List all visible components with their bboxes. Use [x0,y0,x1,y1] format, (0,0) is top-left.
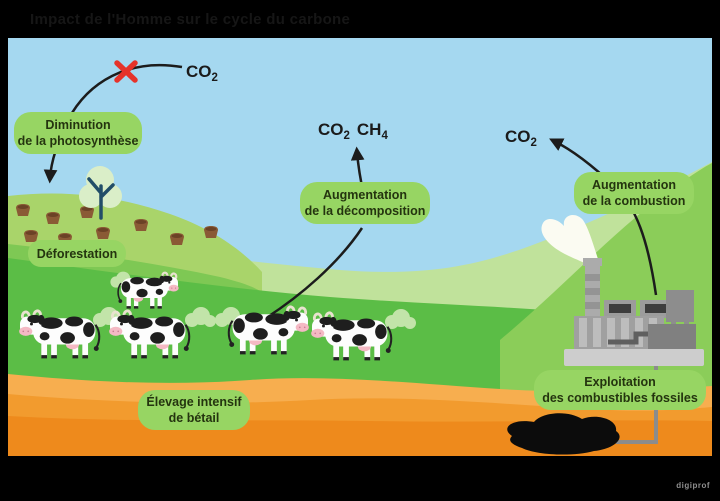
title-bar: Impact de l'Homme sur le cycle du carbon… [0,0,720,38]
stump-icon [170,233,184,245]
label-photosynthesis: Diminution de la photosynthèse [14,112,142,154]
smoke-icon [541,215,600,270]
label-text: de la combustion [583,194,686,208]
gas-label-co2-left: CO2 [186,62,218,84]
label-text: Diminution [45,118,110,132]
factory-window [645,304,667,313]
diagram-title: Impact de l'Homme sur le cycle du carbon… [30,10,351,28]
label-text: des combustibles fossiles [542,391,698,405]
tree-icon [79,166,122,220]
factory [541,215,704,366]
label-text: Augmentation [592,178,676,192]
stump-icon [46,212,60,224]
line-cows-to-decomposition [265,227,364,320]
stump-icon [16,204,30,216]
arrow-co2-to-forest [43,63,183,184]
label-decomposition: Augmentation de la décomposition [300,182,430,224]
label-text: de bétail [169,411,220,425]
label-combustion: Augmentation de la combustion [574,172,694,214]
label-deforestation: Déforestation [28,240,126,267]
label-text: de la photosynthèse [18,134,139,148]
stump-icon [134,219,148,231]
label-text: Élevage intensif [146,394,242,409]
factory-window [609,304,631,313]
stump-icon [96,227,110,239]
label-text: Augmentation [323,188,407,202]
label-text: Déforestation [37,247,118,261]
gas-label-co2-right: CO2 [505,127,537,149]
label-fossil-fuels: Exploitation des combustibles fossiles [534,370,706,410]
factory-tower [666,290,694,322]
stump-icon [24,230,38,242]
label-text: de la décomposition [305,204,426,218]
red-x-icon [114,60,138,83]
stump-icon [204,226,218,238]
label-cattle: Élevage intensif de bétail [138,390,250,430]
oil-deposit-icon [507,413,620,455]
label-text: Exploitation [584,375,656,389]
factory-platform [564,349,704,366]
watermark: digiprof [676,481,710,490]
